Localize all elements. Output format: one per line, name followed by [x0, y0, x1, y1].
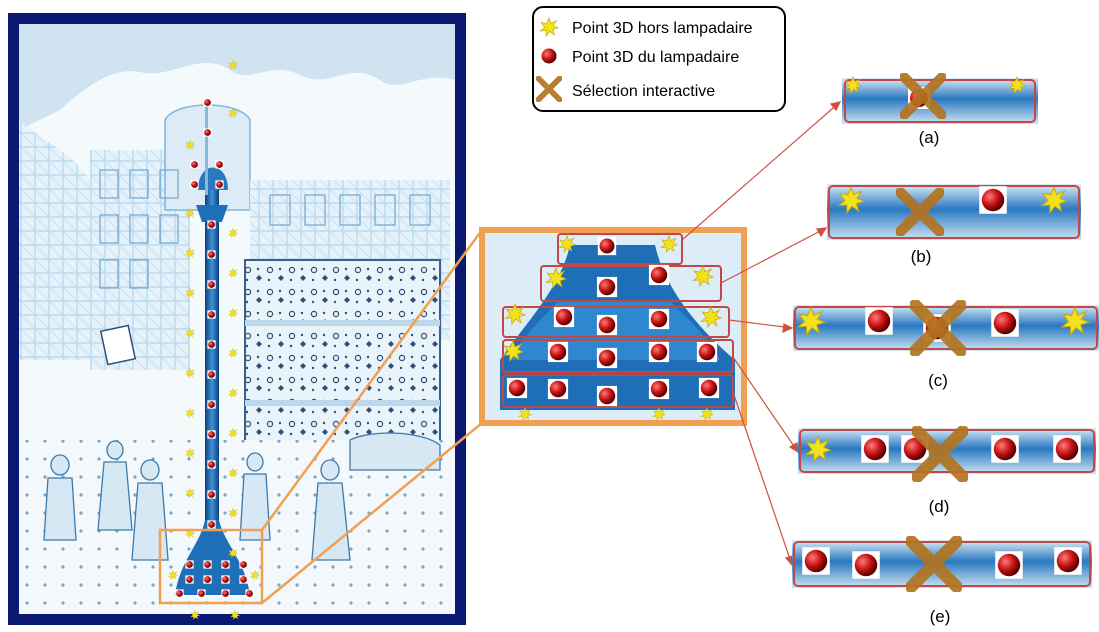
red-point-marker — [597, 236, 617, 256]
red-point-marker — [207, 490, 216, 499]
legend-label: Point 3D hors lampadaire — [572, 20, 753, 37]
zoom-row-box-e — [502, 374, 734, 408]
red-point-marker — [696, 341, 718, 363]
red-point-marker — [1053, 435, 1081, 463]
red-point-marker — [547, 378, 569, 400]
tree-left — [19, 120, 90, 360]
red-point-marker — [207, 460, 216, 469]
strip-label: (b) — [911, 247, 932, 266]
red-sphere-icon — [539, 46, 559, 66]
zoom-row-boxes — [502, 233, 734, 408]
red-point-marker — [995, 551, 1023, 579]
red-point-marker — [239, 575, 248, 584]
legend: Point 3D hors lampadaire Point 3D du lam… — [532, 6, 786, 112]
red-point-marker — [979, 186, 1007, 214]
red-point-marker — [991, 435, 1019, 463]
red-point-marker — [506, 377, 528, 399]
red-point-marker — [221, 575, 230, 584]
red-point-marker — [245, 589, 254, 598]
strip-label: (a) — [919, 128, 940, 147]
red-point-marker — [190, 180, 199, 189]
red-point-marker — [203, 98, 212, 107]
strip-label: (c) — [928, 371, 948, 390]
red-point-marker — [596, 385, 618, 407]
red-point-marker — [648, 264, 670, 286]
base-selection-box — [158, 528, 264, 605]
strip-c: (c) — [793, 305, 1099, 390]
legend-label: Point 3D du lampadaire — [572, 49, 739, 66]
red-point-marker — [197, 589, 206, 598]
red-point-marker — [596, 347, 618, 369]
strip-a: (a) — [842, 77, 1038, 147]
red-point-marker — [596, 276, 618, 298]
strip-label: (d) — [929, 497, 950, 516]
red-point-marker — [185, 560, 194, 569]
red-point-marker — [698, 377, 720, 399]
red-point-marker — [648, 308, 670, 330]
hanging-sign — [99, 324, 137, 366]
zoom-row-box-b — [540, 265, 722, 302]
red-point-marker — [215, 160, 224, 169]
building-windows — [99, 169, 431, 289]
zoom-row-box-d — [502, 339, 734, 373]
strip-b: (b) — [827, 184, 1081, 266]
red-point-marker — [861, 435, 889, 463]
red-point-marker — [852, 551, 880, 579]
red-point-marker — [207, 310, 216, 319]
red-point-marker — [1054, 547, 1082, 575]
legend-box — [532, 6, 786, 112]
red-point-marker — [221, 560, 230, 569]
red-point-marker — [221, 589, 230, 598]
red-point-marker — [207, 340, 216, 349]
red-point-marker — [207, 280, 216, 289]
red-point-marker — [207, 400, 216, 409]
strip-label: (e) — [930, 607, 951, 626]
zoom-row-box-c — [502, 306, 730, 338]
red-point-marker — [215, 180, 224, 189]
red-point-marker — [991, 309, 1019, 337]
red-point-marker — [207, 520, 216, 529]
strip-d: (d) — [798, 428, 1096, 516]
red-point-marker — [553, 306, 575, 328]
red-point-marker — [648, 341, 670, 363]
pedestrians — [43, 432, 441, 561]
row-arrows — [681, 101, 842, 567]
red-point-marker — [207, 370, 216, 379]
red-point-marker — [190, 160, 199, 169]
red-point-marker — [207, 220, 216, 229]
zoom-row-box-a — [557, 233, 683, 265]
red-point-marker — [547, 341, 569, 363]
zoom-panel — [479, 227, 747, 426]
red-point-marker — [185, 575, 194, 584]
street-photo-panel — [8, 13, 466, 625]
red-point-marker — [175, 589, 184, 598]
red-point-marker — [203, 575, 212, 584]
strip-e: (e) — [792, 540, 1092, 626]
red-point-marker — [802, 547, 830, 575]
red-point-marker — [203, 128, 212, 137]
red-point-marker — [648, 378, 670, 400]
red-point-marker — [207, 430, 216, 439]
red-point-marker — [203, 560, 212, 569]
zoom-connectors — [260, 229, 484, 604]
legend-label: Sélection interactive — [572, 83, 715, 100]
red-point-marker — [239, 560, 248, 569]
red-point-marker — [207, 250, 216, 259]
lamppost — [175, 100, 250, 595]
zoom-panel-frame — [479, 227, 747, 426]
red-point-marker — [865, 307, 893, 335]
tree-canopy — [19, 24, 455, 130]
red-point-marker — [596, 314, 618, 336]
